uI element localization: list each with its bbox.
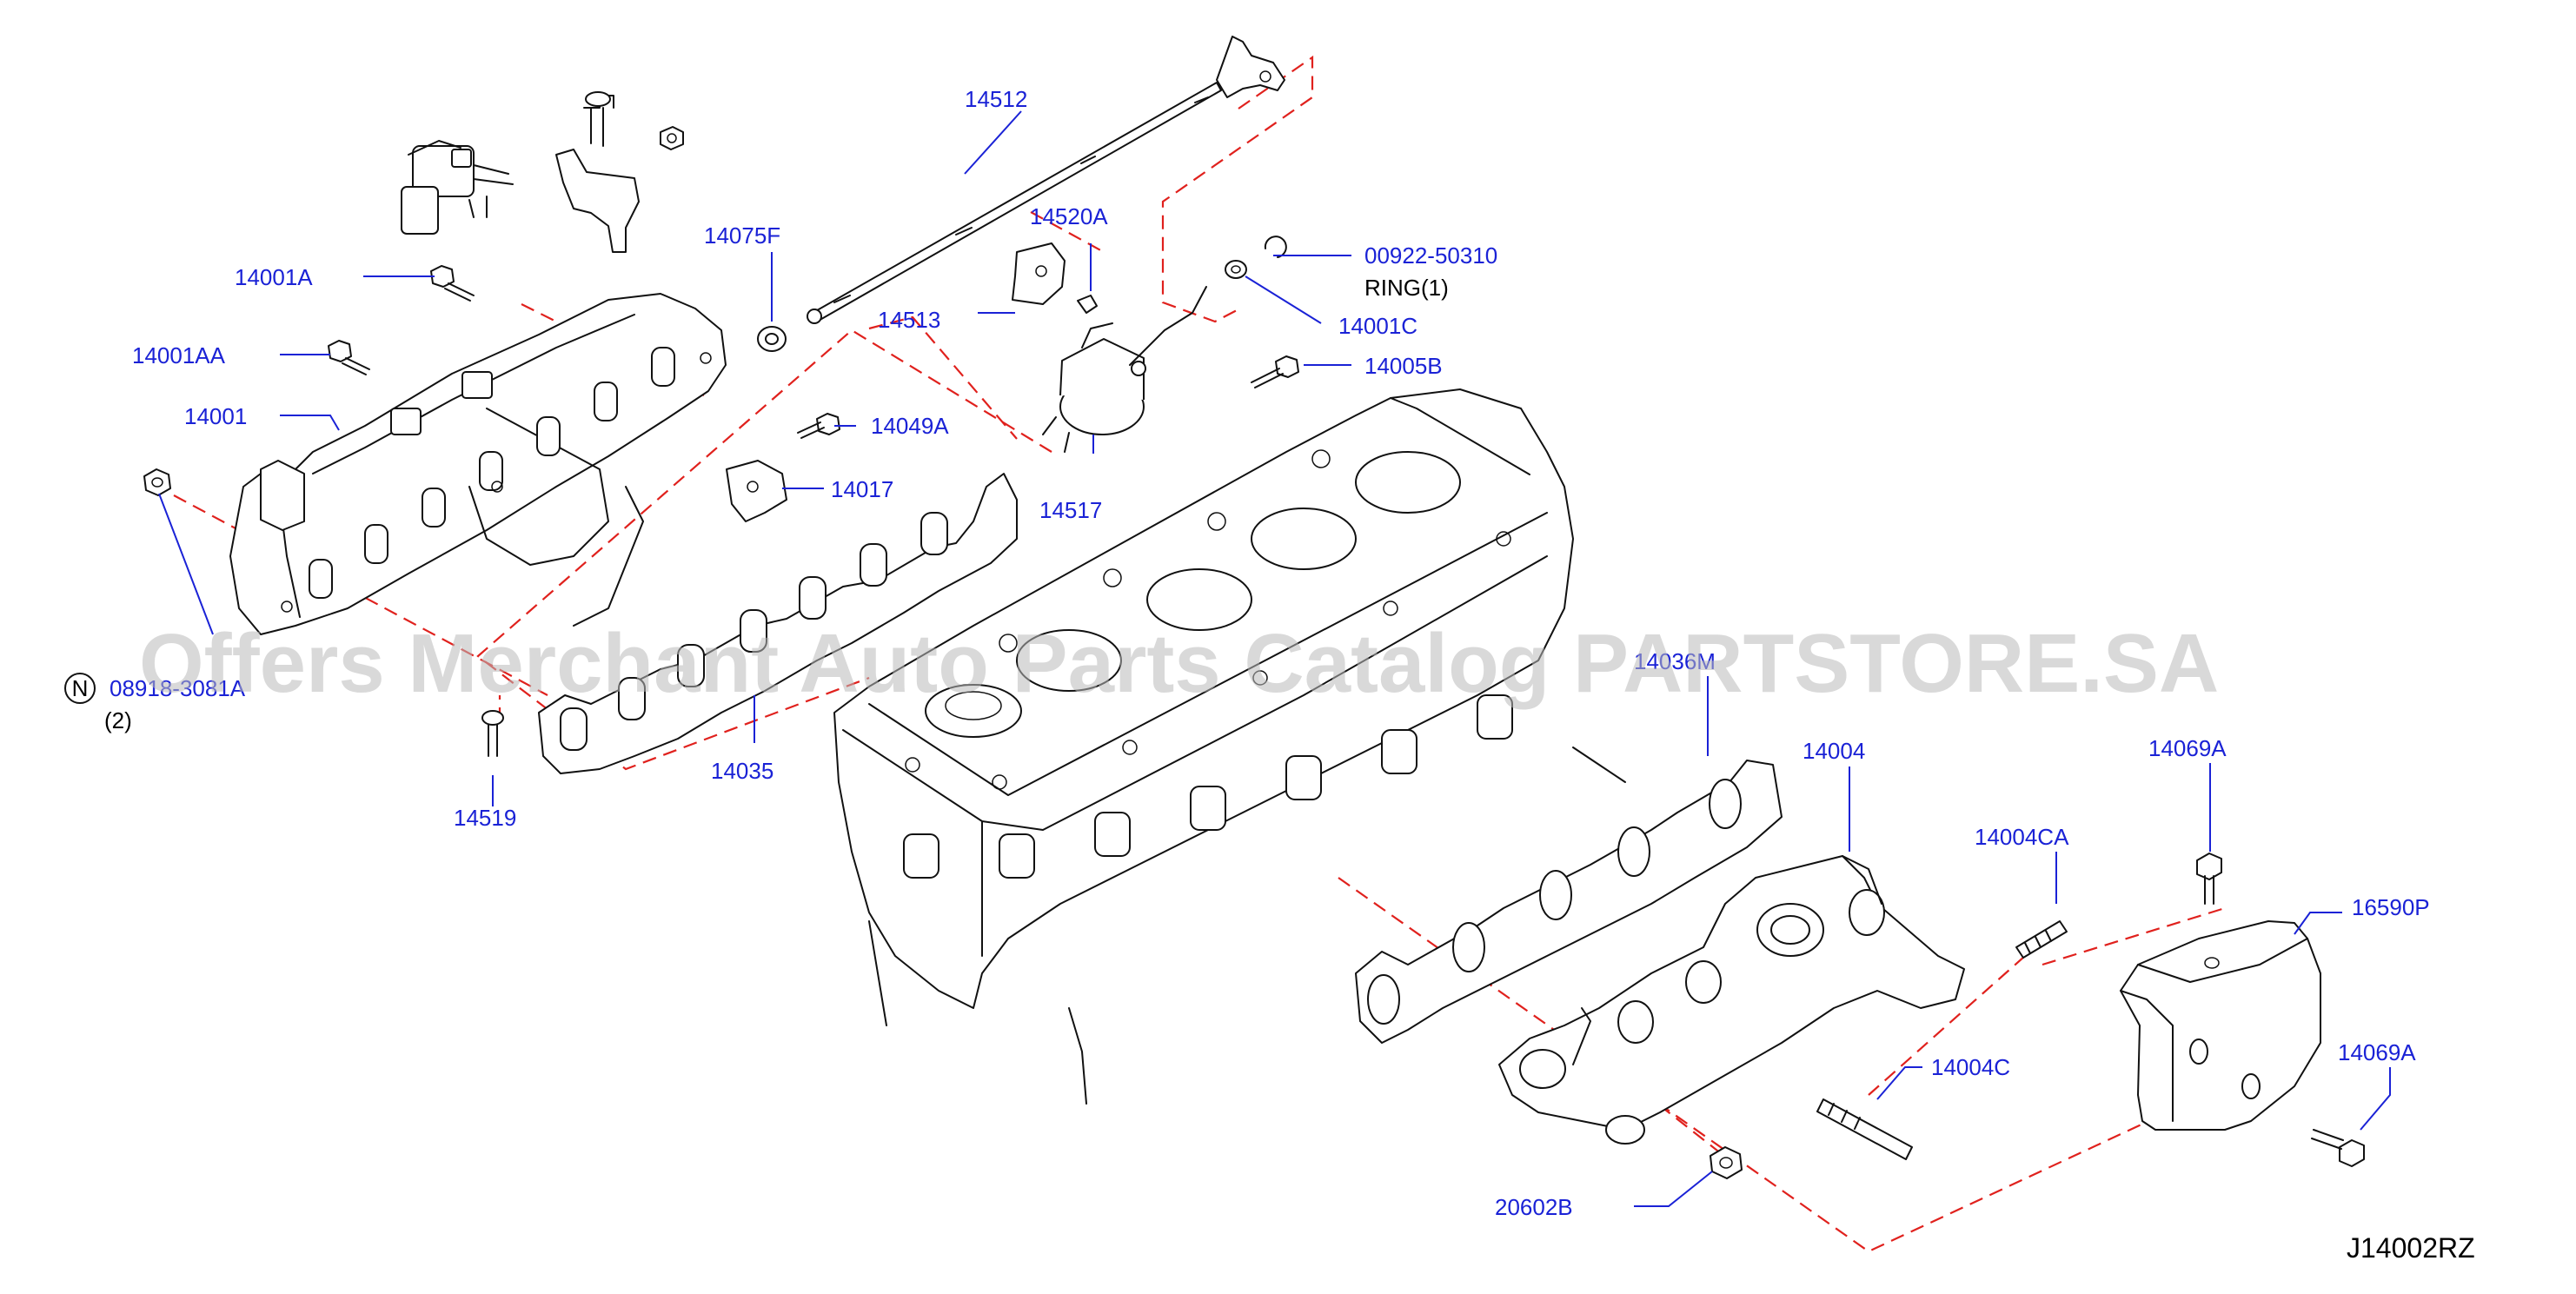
bracket-14017 [726, 460, 787, 522]
callout-qty-2: (2) [104, 707, 132, 733]
exhaust-manifold [1498, 855, 1965, 1145]
callout-14001: 14001 [184, 403, 247, 429]
bushing [757, 326, 787, 352]
callout-14075f: 14075F [704, 222, 780, 249]
ring-clip [1225, 236, 1287, 279]
manifold-bolts [143, 265, 840, 757]
callout-00922-50310: 00922-50310 [1364, 242, 1497, 269]
control-rod [807, 36, 1285, 324]
exhaust-gasket [1355, 760, 1783, 1044]
sensor-bracket [555, 91, 684, 253]
vacuum-actuator [1042, 286, 1207, 453]
watermark: Offers Merchant Auto Parts Catalog PARTS… [139, 617, 2219, 710]
callout-ring: RING(1) [1364, 275, 1449, 301]
callout-labels: 14512 14520A 14075F 00922-50310 RING(1) … [64, 86, 2430, 1220]
callout-14512: 14512 [965, 86, 1027, 112]
n-symbol-letter: N [72, 675, 89, 701]
bolt-14005b [1251, 355, 1299, 388]
callout-14001a: 14001A [235, 264, 313, 290]
callout-14001c: 14001C [1338, 313, 1417, 339]
heat-shield-bolts [2196, 853, 2365, 1167]
diagram-code: J14002RZ [2347, 1232, 2475, 1264]
callout-14513: 14513 [878, 307, 940, 333]
callout-08918-3081a: 08918-3081A [110, 675, 246, 701]
callout-14036m: 14036M [1634, 648, 1716, 674]
callout-14520a: 14520A [1030, 203, 1108, 229]
callout-14069a-side: 14069A [2338, 1039, 2416, 1065]
heat-shield [2120, 920, 2321, 1131]
intake-gasket [538, 473, 1018, 774]
plate [1012, 242, 1098, 314]
callout-14017: 14017 [831, 476, 893, 502]
callout-14035: 14035 [711, 758, 773, 784]
callout-14004c: 14004C [1931, 1054, 2010, 1080]
callout-14517: 14517 [1039, 497, 1102, 523]
n-symbol: N [64, 673, 96, 704]
callout-20602b: 20602B [1495, 1194, 1573, 1220]
callout-14519: 14519 [454, 805, 516, 831]
callout-14049a: 14049A [871, 413, 949, 439]
callout-14005b: 14005B [1364, 353, 1443, 379]
callout-14069a-top: 14069A [2148, 735, 2227, 761]
leader-lines [158, 110, 2391, 1207]
callout-16590p: 16590P [2352, 894, 2430, 920]
callout-14004ca: 14004CA [1975, 824, 2069, 850]
callout-14004: 14004 [1803, 738, 1865, 764]
studs [1710, 920, 2068, 1179]
pressure-sensor [401, 140, 514, 235]
intake-manifold [229, 293, 727, 635]
cylinder-head [833, 388, 1626, 1105]
callout-14001aa: 14001AA [132, 342, 226, 368]
